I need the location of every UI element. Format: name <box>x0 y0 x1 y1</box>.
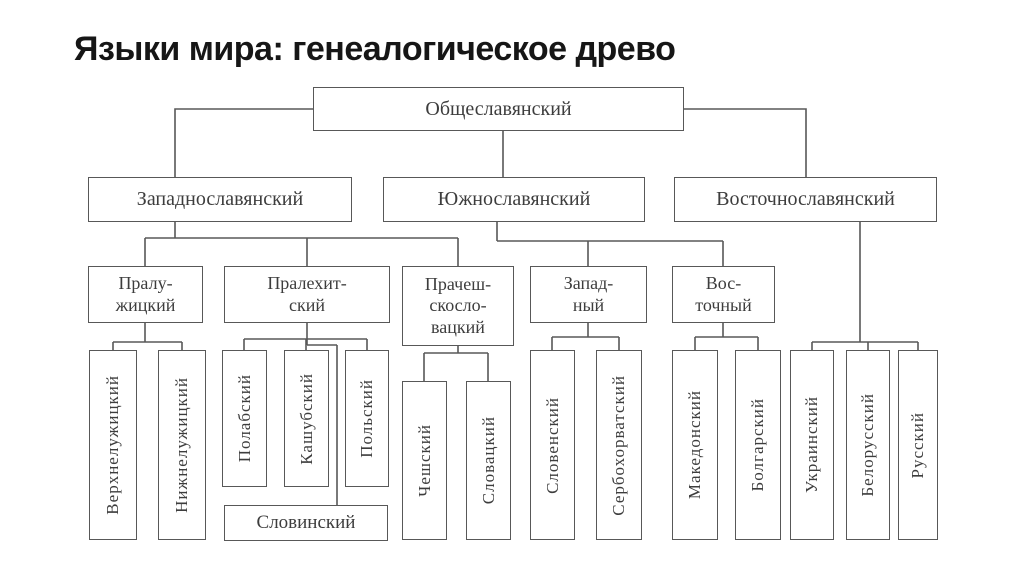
node-ukrainian: Украинский <box>790 350 834 540</box>
node-bulgarian: Болгарский <box>735 350 781 540</box>
node-pra-lechitic: Пралехит- ский <box>224 266 390 323</box>
node-kashubian: Кашубский <box>284 350 329 487</box>
node-west-slavic: Западнославянский <box>88 177 352 222</box>
node-upper-sorbian: Верхнелужицкий <box>89 350 137 540</box>
node-slovak: Словацкий <box>466 381 511 540</box>
node-slovenian: Словенский <box>530 350 575 540</box>
node-south-slavic: Южнославянский <box>383 177 645 222</box>
node-belarusian: Белорусский <box>846 350 890 540</box>
node-label: Южнославянский <box>437 188 591 210</box>
node-label: Кашубский <box>296 372 316 465</box>
node-label: Словацкий <box>478 416 498 505</box>
node-label: Словенский <box>542 396 562 494</box>
node-label: Запад- ный <box>563 273 614 315</box>
node-eastern-subgroup: Вос- точный <box>672 266 775 323</box>
node-label: Полабский <box>234 374 254 463</box>
node-polabian: Полабский <box>222 350 267 487</box>
node-polish: Польский <box>345 350 389 487</box>
node-label: Македонский <box>685 390 704 500</box>
node-label: Пралу- жицкий <box>115 273 176 315</box>
node-czech: Чешский <box>402 381 447 540</box>
node-label: Словинский <box>256 512 356 533</box>
node-label: Украинский <box>802 396 821 494</box>
node-label: Верхнелужицкий <box>103 375 122 515</box>
node-label: Сербохорватский <box>609 374 628 516</box>
node-label: Белорусский <box>858 393 877 497</box>
node-label: Западнославянский <box>136 188 304 210</box>
node-label: Пралехит- ский <box>267 273 347 315</box>
diagram-title: Языки мира: генеалогическое древо <box>74 30 676 68</box>
node-pra-lusatian: Пралу- жицкий <box>88 266 203 323</box>
node-western-subgroup: Запад- ный <box>530 266 647 323</box>
node-label: Прачеш- скосло- вацкий <box>424 274 492 337</box>
node-pra-czech-slovak: Прачеш- скосло- вацкий <box>402 266 514 346</box>
node-label: Вос- точный <box>695 273 752 315</box>
node-label: Общеславянский <box>425 97 572 120</box>
node-macedonian: Македонский <box>672 350 718 540</box>
node-label: Чешский <box>414 424 434 497</box>
node-russian: Русский <box>898 350 938 540</box>
node-serbo-croatian: Сербохорватский <box>596 350 642 540</box>
node-lower-sorbian: Нижнелужицкий <box>158 350 206 540</box>
node-slovincian: Словинский <box>224 505 388 541</box>
node-label: Русский <box>908 411 927 479</box>
node-common-slavic: Общеславянский <box>313 87 684 131</box>
node-label: Восточнославянский <box>716 188 895 210</box>
node-label: Польский <box>357 379 376 458</box>
node-label: Нижнелужицкий <box>172 377 191 513</box>
node-label: Болгарский <box>748 398 767 492</box>
node-east-slavic: Восточнославянский <box>674 177 937 222</box>
